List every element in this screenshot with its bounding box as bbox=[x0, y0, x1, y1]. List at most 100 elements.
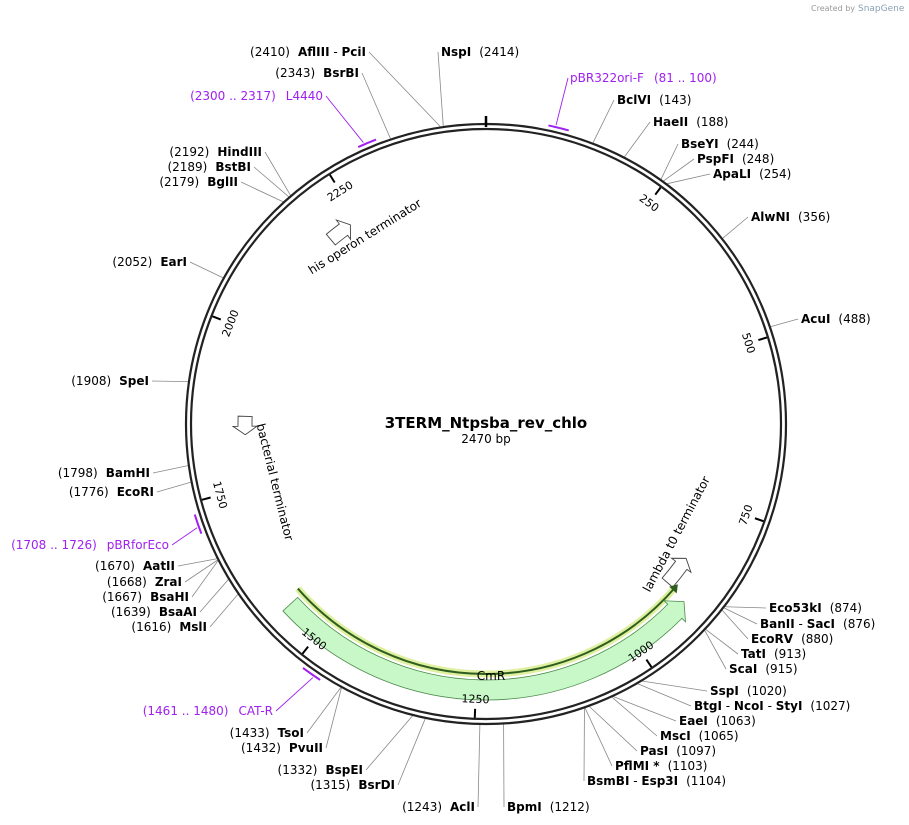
site-tsoi[interactable]: (1433)TsoI bbox=[230, 726, 304, 740]
site-bseyi[interactable]: BseYI (244) bbox=[681, 137, 759, 151]
site-eaei[interactable]: EaeI(1063) bbox=[679, 714, 756, 728]
site-position: (1063) bbox=[716, 714, 756, 728]
enzyme-name: * bbox=[649, 759, 660, 773]
restriction-sites-layer: (2410)AflIII - PciI NspI(2414) (2343) BsrBI… bbox=[58, 45, 875, 814]
site-position: (2179) bbox=[159, 175, 199, 189]
snapgene-brand: SnapGene bbox=[858, 4, 905, 14]
site-apali[interactable]: ApaLI(254) bbox=[713, 167, 791, 181]
primer-name: pBRforEco bbox=[107, 538, 169, 552]
primer-name: CAT-R bbox=[238, 704, 273, 718]
site-hindiii[interactable]: (2192)HindIII bbox=[169, 145, 262, 159]
primer-label-pbrforeco[interactable]: (1708 .. 1726)pBRforEco bbox=[11, 538, 169, 552]
site-spei[interactable]: (1908)SpeI bbox=[71, 374, 149, 388]
primer-label-cat-r[interactable]: (1461 .. 1480)CAT-R bbox=[143, 704, 273, 718]
site-bsmbi[interactable]: BsmBI - Esp3I(1104) bbox=[587, 774, 726, 788]
leader-bclvi bbox=[592, 99, 615, 143]
site-sspi[interactable]: SspI(1020) bbox=[710, 684, 787, 698]
primer-label-pbr322ori-f[interactable]: pBR322ori-F(81 .. 100) bbox=[570, 71, 717, 85]
site-position: (1776) bbox=[69, 485, 109, 499]
enzyme-name: BstBI bbox=[215, 160, 251, 174]
site-ecorv[interactable]: EcoRV(880) bbox=[751, 632, 833, 646]
site-pasi[interactable]: PasI(1097) bbox=[640, 744, 716, 758]
leader-pasi bbox=[589, 706, 638, 752]
enzyme-name: AcuI bbox=[801, 312, 830, 326]
primer-label-l4440[interactable]: (2300 .. 2317)L4440 bbox=[190, 89, 323, 103]
site-position: (244) bbox=[727, 137, 759, 151]
enzyme-name: AclI bbox=[450, 800, 475, 814]
site-tati[interactable]: TatI(913) bbox=[741, 647, 806, 661]
site-zrai[interactable]: (1668)ZraI bbox=[107, 575, 182, 589]
enzyme-name: BseYI bbox=[681, 137, 719, 151]
site-pvuii[interactable]: (1432)PvuII bbox=[241, 741, 323, 755]
site-bpmi[interactable]: BpmI(1212) bbox=[507, 800, 590, 814]
site-bsrbi[interactable]: (2343) BsrBI bbox=[275, 66, 359, 80]
leader-bamhi bbox=[152, 465, 188, 474]
enzyme-name: HindIII bbox=[217, 145, 262, 159]
site-acui[interactable]: AcuI(488) bbox=[801, 312, 871, 326]
tick-label-500: 500 bbox=[739, 331, 758, 355]
tick-label-2000: 2000 bbox=[219, 308, 241, 339]
site-afliii[interactable]: (2410)AflIII - PciI bbox=[250, 45, 366, 59]
leader-bsaai bbox=[199, 579, 229, 613]
enzyme-name: BsrBI bbox=[323, 66, 359, 80]
site-acli[interactable]: (1243) AclI bbox=[402, 800, 475, 814]
site-separator: - bbox=[764, 699, 776, 713]
feature-lambda-t0-terminator-arrow[interactable] bbox=[661, 557, 692, 588]
credit-watermark: Created by SnapGene bbox=[811, 4, 905, 14]
enzyme-name: SpeI bbox=[119, 374, 149, 388]
site-position: (1243) bbox=[402, 800, 442, 814]
site-bsrdi[interactable]: (1315)BsrDI bbox=[310, 778, 395, 792]
enzyme-name: EarI bbox=[160, 255, 187, 269]
site-msci[interactable]: MscI(1065) bbox=[660, 729, 739, 743]
site-position: (2410) bbox=[250, 45, 290, 59]
leader-afliii bbox=[368, 51, 441, 127]
site-separator: - bbox=[330, 45, 342, 59]
site-bamhi[interactable]: (1798)BamHI bbox=[58, 466, 150, 480]
enzyme-name: PciI bbox=[342, 45, 367, 59]
site-bspei[interactable]: (1332)BspEI bbox=[278, 763, 363, 777]
feature-cmr-arrow[interactable] bbox=[282, 596, 686, 701]
feature-bacterial-terminator-arrow[interactable] bbox=[231, 415, 259, 436]
enzyme-name: EcoRV bbox=[751, 632, 794, 646]
site-position: (1639) bbox=[111, 605, 151, 619]
site-scai[interactable]: ScaI(915) bbox=[729, 662, 798, 676]
site-msli[interactable]: (1616)MslI bbox=[131, 620, 207, 634]
tick-mark-500 bbox=[758, 336, 768, 342]
backbone-inner-circle bbox=[189, 127, 783, 721]
site-eco53ki[interactable]: Eco53kI(874) bbox=[769, 601, 862, 615]
site-pflmi[interactable]: PflMI *(1103) bbox=[615, 759, 707, 773]
site-pspfi[interactable]: PspFI(248) bbox=[697, 152, 774, 166]
tick-mark-1000 bbox=[645, 659, 653, 668]
site-position: (2343) bbox=[275, 66, 315, 80]
leader-spei bbox=[151, 380, 189, 383]
feature-his-operon-terminator-arrow[interactable] bbox=[325, 219, 352, 246]
site-bsaai[interactable]: (1639)BsaAI bbox=[111, 605, 197, 619]
site-bsahi[interactable]: (1667)BsaHI bbox=[102, 590, 189, 604]
site-position: (188) bbox=[696, 115, 728, 129]
primer-range: (2300 .. 2317) bbox=[190, 89, 276, 103]
tick-label-750: 750 bbox=[736, 503, 755, 527]
leader-bsahi bbox=[191, 560, 219, 598]
site-position: (1616) bbox=[131, 620, 171, 634]
site-position: (1670) bbox=[95, 559, 135, 573]
site-alwni[interactable]: AlwNI(356) bbox=[751, 210, 830, 224]
leader-bspei bbox=[365, 715, 413, 771]
site-position: (1212) bbox=[550, 800, 590, 814]
site-aatii[interactable]: (1670) AatII bbox=[95, 559, 175, 573]
site-banii[interactable]: BanII - SacI(876) bbox=[760, 617, 875, 631]
tick-mark-1750 bbox=[201, 496, 211, 501]
leader-aatii bbox=[177, 558, 217, 567]
enzyme-name: Esp3I bbox=[641, 774, 678, 788]
site-position: (1667) bbox=[102, 590, 142, 604]
site-ecori[interactable]: (1776)EcoRI bbox=[69, 485, 154, 499]
site-bstbi[interactable]: (2189)BstBI bbox=[167, 160, 251, 174]
site-btgi[interactable]: BtgI - NcoI - StyI(1027) bbox=[694, 699, 850, 713]
site-haeii[interactable]: HaeII(188) bbox=[653, 115, 729, 129]
enzyme-name: AatII bbox=[143, 559, 175, 573]
site-bclvi[interactable]: BclVI(143) bbox=[617, 93, 691, 107]
site-bglii[interactable]: (2179)BglII bbox=[159, 175, 238, 189]
site-eari[interactable]: (2052)EarI bbox=[112, 255, 187, 269]
site-nspi[interactable]: NspI(2414) bbox=[441, 45, 519, 59]
